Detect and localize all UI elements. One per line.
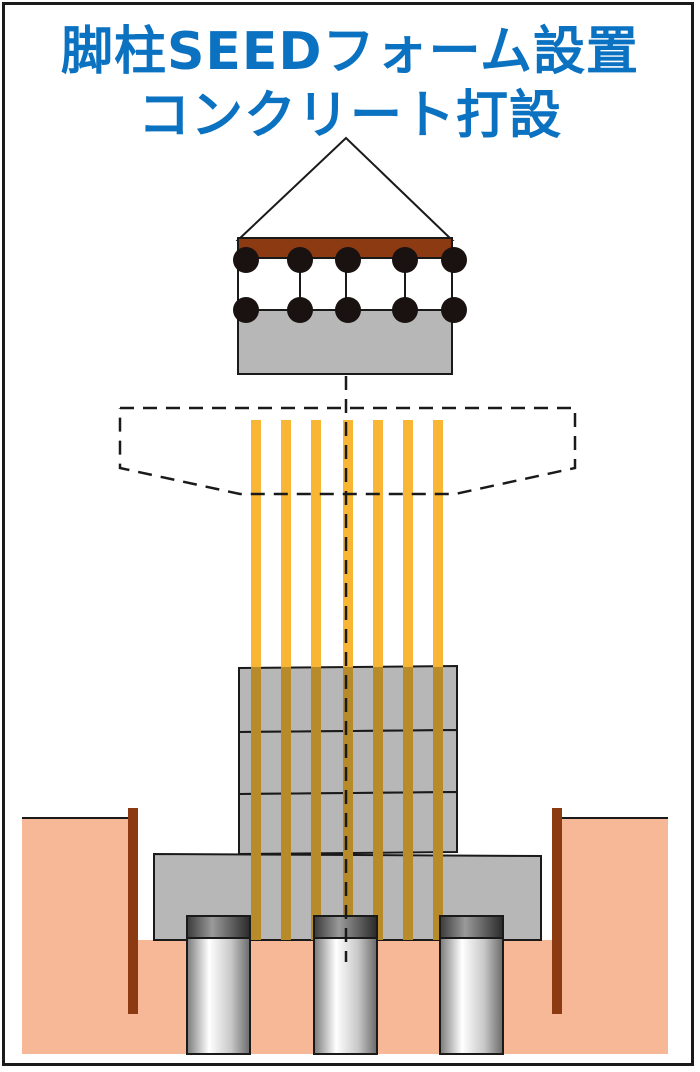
rebar-1: [251, 420, 261, 668]
circle-strand-icon: [392, 247, 418, 273]
rebar-embedded-7: [433, 667, 443, 940]
rebar-group: [251, 420, 443, 940]
rebar-7: [433, 420, 443, 668]
rebar-embedded-6: [403, 667, 413, 940]
sheet-pile-left: [128, 808, 138, 1014]
circle-strand-icon: [233, 297, 259, 323]
rebar-embedded-2: [281, 667, 291, 940]
rebar-embedded-4: [343, 667, 353, 940]
pile-cap-1: [186, 915, 251, 939]
circle-strand-icon: [441, 297, 467, 323]
rebar-5: [373, 420, 383, 668]
rebar-embedded-5: [373, 667, 383, 940]
rebar-embedded-1: [251, 667, 261, 940]
strand-group: [233, 247, 467, 323]
rebar-2: [281, 420, 291, 668]
title-line-1: 脚柱SEEDフォーム設置: [60, 22, 640, 82]
ground-soil: [22, 818, 668, 1054]
girder-section: [233, 136, 467, 375]
pile-cap-3: [439, 915, 504, 939]
sheet-pile-right: [552, 808, 562, 1014]
pier-cap-outline-dashed: [118, 406, 577, 496]
circle-strand-icon: [335, 297, 361, 323]
ground: [22, 817, 668, 1054]
rebar-embedded-3: [311, 667, 321, 940]
rebar-6: [403, 420, 413, 668]
rebar-3: [311, 420, 321, 668]
circle-strand-icon: [392, 297, 418, 323]
cylinder-pile-icon: [186, 915, 251, 1055]
pile-group: [186, 915, 504, 1055]
circle-strand-icon: [441, 247, 467, 273]
circle-strand-icon: [287, 297, 313, 323]
rebar-4: [343, 420, 353, 668]
circle-strand-icon: [335, 247, 361, 273]
triangle-roof-icon: [235, 136, 455, 241]
circle-strand-icon: [287, 247, 313, 273]
cylinder-pile-icon: [439, 915, 504, 1055]
circle-strand-icon: [233, 247, 259, 273]
title-line-2: コンクリート打設: [137, 86, 562, 146]
